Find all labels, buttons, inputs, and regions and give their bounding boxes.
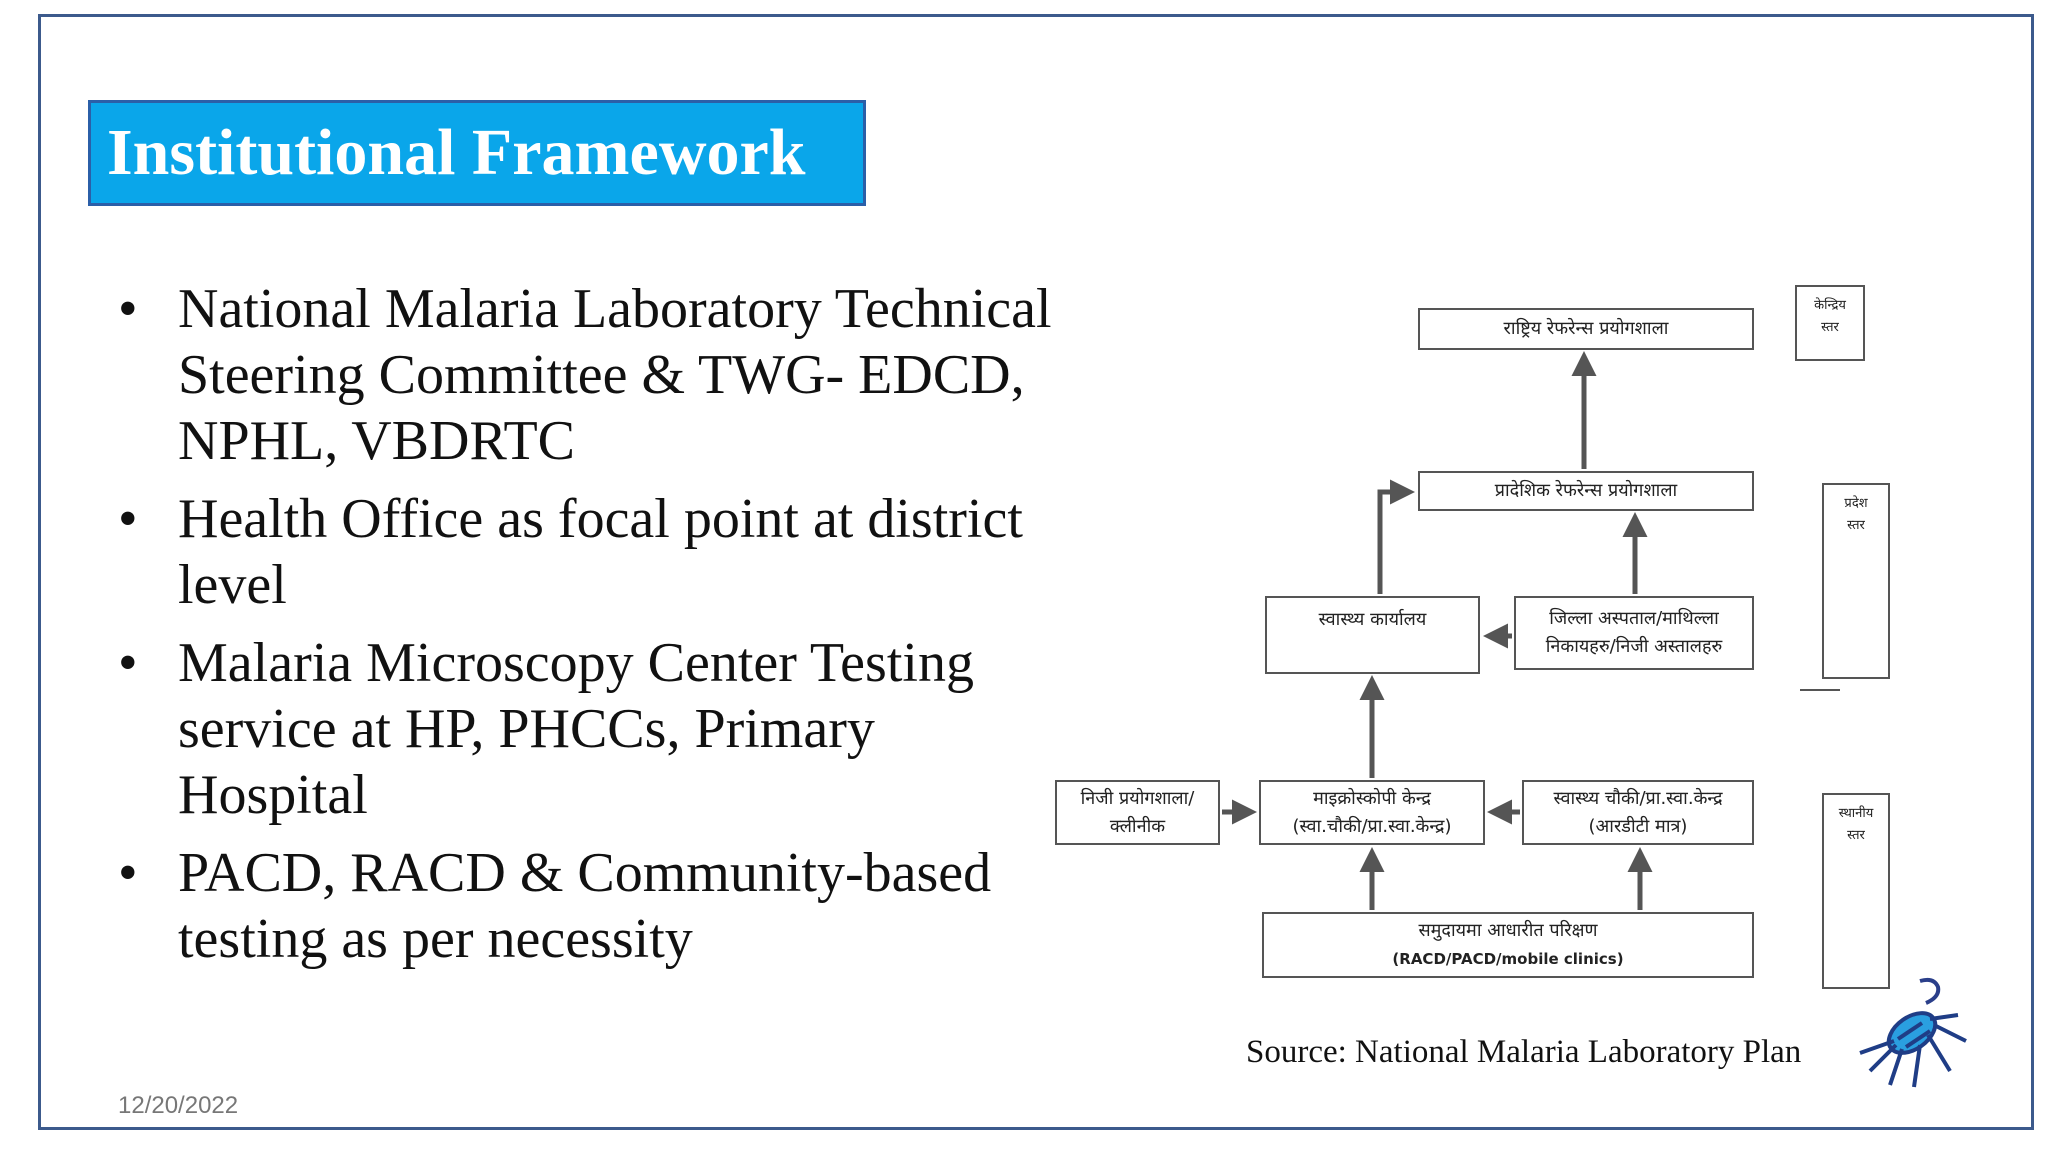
private-lab-label-2: क्लीनीक xyxy=(1109,815,1166,837)
health-office-label: स्वास्थ्य कार्यालय xyxy=(1318,609,1427,630)
private-lab-label-1: निजी प्रयोगशाला/ xyxy=(1080,787,1195,809)
bullet-text: PACD, RACD & Community-based testing as … xyxy=(178,842,992,970)
district-hospital-box: जिल्ला अस्पताल/माथिल्ला निकायहरु/निजी अस… xyxy=(1514,596,1754,670)
level-local-label-1: स्थानीय xyxy=(1838,806,1874,821)
level-province-label-1: प्रदेश xyxy=(1844,496,1868,511)
community-testing-label-1: समुदायमा आधारीत परिक्षण xyxy=(1418,920,1598,941)
level-province-box: प्रदेश स्तर xyxy=(1822,483,1890,679)
level-local-label-2: स्तर xyxy=(1847,828,1865,843)
district-hospital-label-2: निकायहरु/निजी अस्तालहरु xyxy=(1545,636,1723,657)
bullet-text: National Malaria Laboratory Technical St… xyxy=(178,278,1052,472)
bullet-item: • Health Office as focal point at distric… xyxy=(118,486,1078,618)
bullet-dot: • xyxy=(118,632,138,694)
community-testing-box: समुदायमा आधारीत परिक्षण (RACD/PACD/mobil… xyxy=(1262,912,1754,978)
microscopy-center-label-1: माइक्रोस्कोपी केन्द्र xyxy=(1313,787,1431,809)
bullet-text: Malaria Microscopy Center Testing servic… xyxy=(178,632,974,826)
bullet-dot: • xyxy=(118,278,138,340)
bullet-item: • Malaria Microscopy Center Testing servi… xyxy=(118,630,1078,828)
district-hospital-label-1: जिल्ला अस्पताल/माथिल्ला xyxy=(1549,608,1719,629)
bullet-dot: • xyxy=(118,842,138,904)
level-central-label-1: केन्द्रिय xyxy=(1814,298,1846,313)
health-office-box: स्वास्थ्य कार्यालय xyxy=(1265,596,1480,674)
level-local-box: स्थानीय स्तर xyxy=(1822,793,1890,989)
national-reference-lab-label: राष्ट्रिय रेफरेन्स प्रयोगशाला xyxy=(1503,318,1669,339)
mosquito-icon xyxy=(1859,977,1967,1088)
health-post-label-2: (आरडीटी मात्र) xyxy=(1588,815,1688,837)
community-testing-label-2: (RACD/PACD/mobile clinics) xyxy=(1392,950,1624,968)
health-post-box: स्वास्थ्य चौकी/प्रा.स्वा.केन्द्र (आरडीटी… xyxy=(1522,780,1754,845)
provincial-reference-lab-label: प्रादेशिक रेफरेन्स प्रयोगशाला xyxy=(1494,480,1678,501)
level-province-label-2: स्तर xyxy=(1847,518,1865,533)
national-reference-lab-box: राष्ट्रिय रेफरेन्स प्रयोगशाला xyxy=(1418,308,1754,350)
health-post-label-1: स्वास्थ्य चौकी/प्रा.स्वा.केन्द्र xyxy=(1553,787,1723,809)
bullet-list: • National Malaria Laboratory Technical S… xyxy=(118,276,1078,984)
bullet-item: • PACD, RACD & Community-based testing as… xyxy=(118,840,1078,972)
bullet-item: • National Malaria Laboratory Technical S… xyxy=(118,276,1078,474)
provincial-reference-lab-box: प्रादेशिक रेफरेन्स प्रयोगशाला xyxy=(1418,471,1754,511)
slide-frame xyxy=(38,14,2034,1130)
bullet-dot: • xyxy=(118,488,138,550)
slide-title: Institutional Framework xyxy=(88,100,866,206)
level-central-label-2: स्तर xyxy=(1821,320,1839,335)
microscopy-center-label-2: (स्वा.चौकी/प्रा.स्वा.केन्द्र) xyxy=(1292,815,1452,837)
private-lab-box: निजी प्रयोगशाला/ क्लीनीक xyxy=(1055,780,1220,845)
source-caption: Source: National Malaria Laboratory Plan xyxy=(1246,1034,1802,1070)
slide-date: 12/20/2022 xyxy=(118,1092,239,1119)
microscopy-center-box: माइक्रोस्कोपी केन्द्र (स्वा.चौकी/प्रा.स्… xyxy=(1259,780,1485,845)
level-central-box: केन्द्रिय स्तर xyxy=(1795,285,1865,361)
bullet-text: Health Office as focal point at district… xyxy=(178,488,1023,616)
